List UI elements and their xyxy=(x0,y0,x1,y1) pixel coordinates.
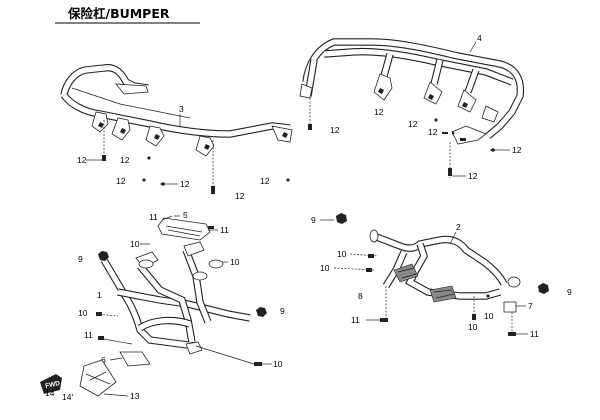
callout-12-c: 12 xyxy=(116,176,126,186)
bolt-icon xyxy=(95,312,119,317)
foot-bracket-part-6 xyxy=(119,351,151,367)
callout-6: 6 xyxy=(101,355,106,365)
bolt-icon xyxy=(442,131,455,135)
rear-lower-bumper-part-2 xyxy=(369,229,521,303)
callout-12-j: 12 xyxy=(428,127,438,137)
callout-4: 4 xyxy=(477,33,482,43)
mount-bracket-part-5 xyxy=(157,217,214,241)
callout-9-b: 9 xyxy=(280,306,285,316)
callout-14-a: 14 xyxy=(45,388,55,398)
callout-12-l: 12 xyxy=(468,171,478,181)
callout-12-e: 12 xyxy=(235,191,245,201)
clamp-icon xyxy=(138,259,224,281)
callout-12-d: 12 xyxy=(180,179,190,189)
bolt-icon xyxy=(211,140,215,196)
nut-icon xyxy=(490,148,496,152)
nut-icon xyxy=(147,156,151,160)
callout-13: 13 xyxy=(130,391,140,401)
callout-10-e: 10 xyxy=(337,249,347,259)
nut-icon xyxy=(336,213,347,224)
callout-11-e: 11 xyxy=(530,329,539,339)
skid-plate-part-13 xyxy=(79,359,117,397)
callout-11-b: 11 xyxy=(220,225,229,235)
bolt-icon xyxy=(102,120,106,162)
callout-12-b: 12 xyxy=(120,155,130,165)
callout-3: 3 xyxy=(179,104,184,114)
fwd-arrow-icon: FWD xyxy=(40,374,62,394)
nut-icon xyxy=(142,178,146,182)
front-lower-bumper-part-1 xyxy=(100,241,251,355)
bolt-icon xyxy=(97,336,133,345)
callout-12-h: 12 xyxy=(374,107,384,117)
callout-10-d: 10 xyxy=(273,359,283,369)
callout-9-a: 9 xyxy=(78,254,83,264)
diagram-title: 保险杠/BUMPER xyxy=(67,6,170,21)
bushing-part-7 xyxy=(503,301,517,313)
bolt-icon xyxy=(448,142,452,178)
callout-14-b: 14' xyxy=(62,392,73,402)
bolt-icon xyxy=(308,98,312,130)
callout-12-i: 12 xyxy=(408,119,418,129)
callout-11-a: 11 xyxy=(149,212,158,222)
callout-10-c: 10 xyxy=(78,308,88,318)
front-upper-bumper-part-3 xyxy=(60,64,293,157)
nut-icon xyxy=(286,178,290,182)
fwd-label: FWD xyxy=(45,380,61,390)
bolt-icon xyxy=(195,345,262,366)
rear-upper-bumper-part-4 xyxy=(299,38,525,145)
bolt-icon xyxy=(508,312,516,336)
nut-icon xyxy=(486,294,490,298)
callout-5: 5 xyxy=(183,210,188,220)
nut-icon xyxy=(256,307,267,317)
callout-10-b: 10 xyxy=(230,257,240,267)
callout-9-c: 9 xyxy=(311,215,316,225)
callout-10-h: 10 xyxy=(484,311,494,321)
bolt-icon xyxy=(380,286,388,322)
callout-11-c: 11 xyxy=(84,330,93,340)
callout-12-g: 12 xyxy=(330,125,340,135)
nut-icon xyxy=(98,251,109,261)
callout-12-k: 12 xyxy=(512,145,522,155)
callout-12-a: 12 xyxy=(77,155,87,165)
bolt-icon xyxy=(349,253,379,258)
callout-8: 8 xyxy=(358,291,363,301)
callout-10-g: 10 xyxy=(468,322,478,332)
callout-10-a: 10 xyxy=(130,239,140,249)
bolt-icon xyxy=(333,267,375,272)
nut-icon xyxy=(160,182,166,186)
callout-12-f: 12 xyxy=(260,176,270,186)
callout-11-d: 11 xyxy=(351,315,360,325)
nut-icon xyxy=(538,283,549,294)
nut-icon xyxy=(434,118,438,122)
callout-10-f: 10 xyxy=(320,263,330,273)
bolt-icon xyxy=(472,296,476,320)
callout-1: 1 xyxy=(97,290,102,300)
callout-2: 2 xyxy=(456,222,461,232)
callout-7: 7 xyxy=(528,301,533,311)
callout-9-d: 9 xyxy=(567,287,572,297)
